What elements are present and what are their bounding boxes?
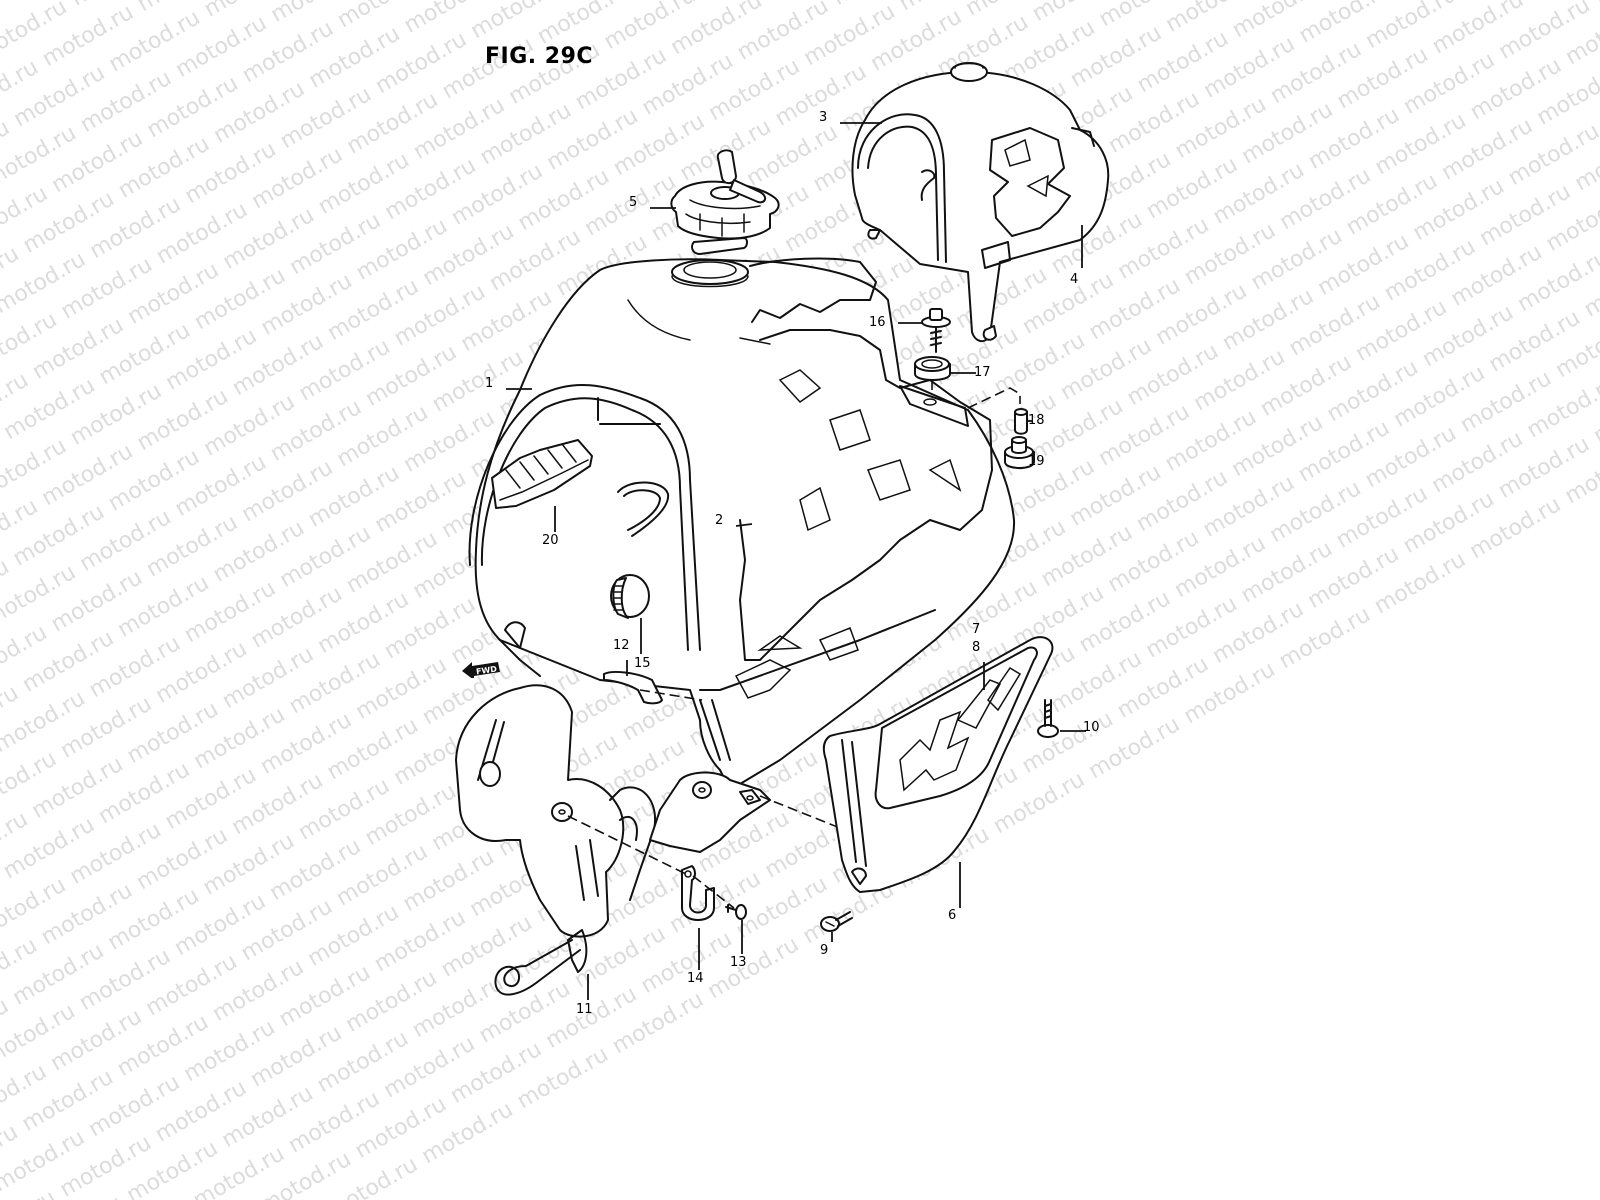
callout-clamp-screw[interactable]: 13	[730, 955, 747, 970]
callout-cap-knob[interactable]: 15	[634, 656, 651, 671]
assembly-line	[759, 795, 861, 837]
callout-frame-cover[interactable]: 11	[576, 1002, 593, 1017]
side-cover-screw-part[interactable]	[820, 911, 853, 932]
mount-cushion-part[interactable]	[914, 356, 951, 381]
callout-cushion[interactable]: 12	[613, 638, 630, 653]
callout-side-cover-bolt[interactable]: 10	[1083, 720, 1100, 735]
fwd-label: FWD	[476, 664, 498, 676]
clamp-screw-part[interactable]	[725, 904, 747, 920]
assembly-line	[639, 689, 703, 701]
leader-lines	[506, 122, 1086, 1000]
assembly-line	[567, 815, 687, 875]
callout-tank-mount-bolt[interactable]: 16	[869, 315, 886, 330]
callout-front-cushion[interactable]: 19	[1028, 454, 1045, 469]
figure-title: FIG. 29C	[485, 44, 594, 69]
callout-fuel-cap[interactable]: 5	[629, 195, 638, 210]
callout-side-cover-screw[interactable]: 9	[820, 943, 829, 958]
cap-knob-part[interactable]	[610, 574, 650, 619]
callout-collar[interactable]: 18	[1028, 413, 1045, 428]
callout-clamp[interactable]: 14	[687, 971, 704, 986]
mount-bolt-part[interactable]	[921, 308, 951, 353]
callout-side-cover-emblem[interactable]: 7	[972, 622, 981, 637]
tank-cushion-part[interactable]	[491, 439, 593, 509]
callout-tank-decal-right[interactable]: 4	[1070, 272, 1079, 287]
callout-mount-cushion[interactable]: 17	[974, 365, 991, 380]
callout-side-cover-emblem-2[interactable]: 8	[972, 640, 981, 655]
callout-fuel-tank[interactable]: 1	[485, 376, 494, 391]
clamp-part[interactable]	[681, 865, 715, 921]
callout-side-cover[interactable]: 6	[948, 908, 957, 923]
callout-tank-cushion[interactable]: 20	[542, 533, 559, 548]
fuel-cap-part[interactable]	[670, 149, 780, 255]
assembly-line	[692, 875, 735, 909]
fwd-arrow-icon: FWD	[462, 662, 500, 678]
collar-part[interactable]	[1014, 408, 1028, 435]
fuel-tank-alt-part[interactable]	[851, 62, 1110, 343]
frame-cover-part[interactable]	[455, 684, 657, 996]
side-cover-part[interactable]	[822, 636, 1054, 893]
callout-tank-decal-left[interactable]: 2	[715, 513, 724, 528]
mounting-plate-part[interactable]	[649, 771, 771, 853]
cushion-part[interactable]	[603, 671, 663, 705]
side-cover-bolt-part[interactable]	[1037, 699, 1059, 738]
callout-fuel-tank-alt[interactable]: 3	[819, 110, 828, 125]
